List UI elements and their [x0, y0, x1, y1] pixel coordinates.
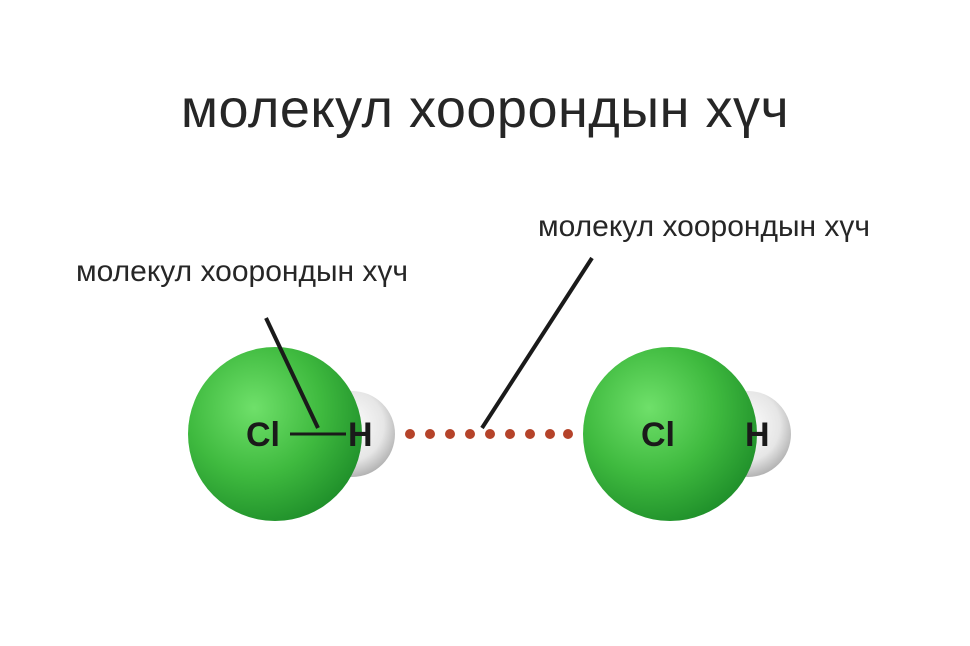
cl-symbol-left: Cl — [246, 416, 280, 454]
h-symbol-right: H — [745, 416, 770, 454]
dot — [525, 429, 535, 439]
dot — [545, 429, 555, 439]
pointer-line-left — [264, 317, 320, 429]
molecule-left: Cl H — [188, 347, 395, 521]
dot — [445, 429, 455, 439]
diagram-title: молекул хоорондын хүч — [180, 79, 790, 139]
pointer-line-right — [480, 256, 594, 430]
dot — [563, 429, 573, 439]
h-symbol-left: H — [348, 416, 373, 454]
dot — [405, 429, 415, 439]
intermolecular-dots — [405, 429, 573, 439]
chlorine-atom-left — [188, 347, 362, 521]
chlorine-atom-right — [583, 347, 757, 521]
dot — [485, 429, 495, 439]
dot — [505, 429, 515, 439]
molecule-right: Cl H — [583, 347, 791, 521]
cl-symbol-right: Cl — [641, 416, 675, 454]
label-left: молекул хоорондын хүч — [76, 255, 409, 288]
label-right: молекул хоорондын хүч — [538, 210, 871, 243]
dot — [425, 429, 435, 439]
dot — [465, 429, 475, 439]
